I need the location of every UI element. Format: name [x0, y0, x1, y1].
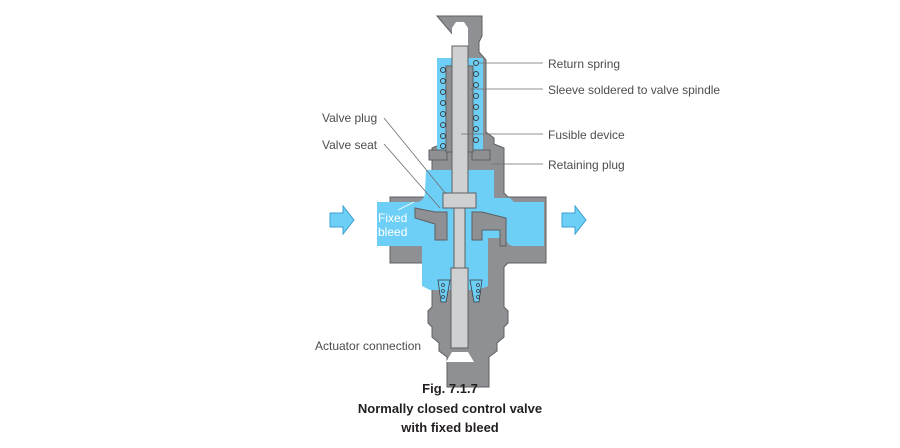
actuator-pin — [450, 267, 469, 349]
label-valve-plug: Valve plug — [322, 111, 378, 125]
valve-seat-right — [471, 211, 507, 247]
label-retaining-plug: Retaining plug — [548, 158, 625, 172]
leader-fixed-bleed — [397, 201, 415, 211]
label-fixed-bleed: Fixed bleed — [378, 211, 408, 239]
label-valve-seat: Valve seat — [322, 138, 378, 152]
top-slot — [452, 22, 468, 48]
label-actuator-connection: Actuator connection — [315, 339, 422, 353]
retaining-plug-left — [428, 149, 448, 161]
figure-title-line2: with fixed bleed — [401, 420, 499, 435]
retaining-plug-right — [471, 149, 491, 161]
return-spring — [440, 60, 479, 149]
valve-spindle-upper — [451, 45, 469, 195]
lower-seal — [437, 279, 483, 303]
valve-seat-left — [414, 207, 448, 241]
label-sleeve: Sleeve soldered to valve spindle — [548, 83, 721, 97]
leader-valve-seat — [383, 143, 441, 209]
label-fusible-device: Fusible device — [548, 128, 625, 142]
label-return-spring: Return spring — [548, 57, 621, 71]
valve-plug — [442, 192, 477, 209]
figure-title-line1: Normally closed control valve — [357, 401, 543, 416]
figure-number: Fig. 7.1.7 — [422, 381, 478, 396]
actuator-socket — [446, 352, 474, 362]
inlet-flow-arrow — [329, 204, 355, 236]
leader-valve-plug — [383, 117, 447, 195]
valve-spindle-lower — [453, 207, 466, 269]
outlet-flow-arrow — [561, 204, 587, 236]
